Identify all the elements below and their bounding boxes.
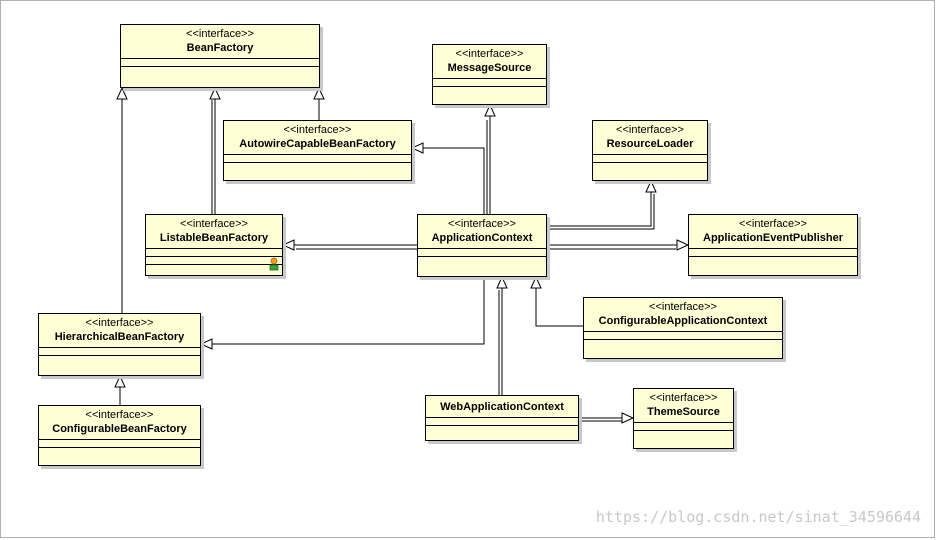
class-autowire-capable-bean-factory[interactable]: <<interface>> AutowireCapableBeanFactory [223,120,412,181]
operations-compartment [584,340,782,348]
class-name: ApplicationEventPublisher [703,232,843,244]
class-application-event-publisher[interactable]: <<interface>> ApplicationEventPublisher [688,214,858,276]
attributes-compartment [689,249,857,257]
class-configurable-bean-factory[interactable]: <<interface>> ConfigurableBeanFactory [38,405,201,466]
class-name: MessageSource [447,62,532,74]
operations-compartment [146,257,282,265]
stereotype-label: <<interface>> [649,392,718,404]
attributes-compartment [593,155,707,163]
attributes-compartment [121,59,319,67]
class-application-context[interactable]: <<interface>> ApplicationContext [417,214,547,277]
edge-shadow-resourceloader [547,194,655,230]
edge-appctx-to-hierarchical [199,277,485,350]
watermark-text: https://blog.csdn.net/sinat_34596644 [595,508,921,526]
edge-appctx-to-autowire [410,142,485,214]
class-name: BeanFactory [186,42,254,54]
class-hierarchical-bean-factory[interactable]: <<interface>> HierarchicalBeanFactory [38,313,201,376]
class-message-source[interactable]: <<interface>> MessageSource [432,44,547,105]
operations-compartment [689,257,857,265]
stereotype-label: <<interface>> [186,28,254,40]
stereotype-label: <<interface>> [180,218,248,230]
class-name: ListableBeanFactory [159,232,269,244]
class-name: AutowireCapableBeanFactory [239,138,396,150]
class-configurable-application-context[interactable]: <<interface>> ConfigurableApplicationCon… [583,297,783,359]
class-name: ResourceLoader [606,138,694,150]
attributes-compartment [433,79,546,87]
stereotype-label: <<interface>> [739,218,807,230]
attributes-compartment [39,348,200,356]
edge-appctx-to-resourceloader [547,179,657,227]
stereotype-label: <<interface>> [455,48,524,60]
stereotype-label: <<interface>> [85,409,154,421]
stereotype-label: <<interface>> [448,218,516,230]
operations-compartment [224,163,411,171]
operations-compartment [433,87,546,95]
stereotype-label: <<interface>> [616,124,684,136]
class-web-application-context[interactable]: WebApplicationContext [425,395,579,441]
class-name: HierarchicalBeanFactory [54,331,185,343]
class-resource-loader[interactable]: <<interface>> ResourceLoader [592,120,708,181]
edge-configctx-to-appctx [530,275,583,327]
class-name: ThemeSource [647,406,720,418]
attributes-compartment [426,418,578,426]
stereotype-label: <<interface>> [649,301,717,313]
stereotype-label: <<interface>> [85,317,154,329]
operations-compartment [634,431,733,439]
stereotype-label: <<interface>> [283,124,352,136]
operations-compartment [418,257,546,265]
operations-compartment [121,67,319,75]
attributes-compartment [146,249,282,257]
class-name: WebApplicationContext [440,401,564,413]
class-bean-factory[interactable]: <<interface>> BeanFactory [120,24,320,88]
bean-icon [269,257,279,271]
attributes-compartment [584,332,782,340]
attributes-compartment [634,423,733,431]
operations-compartment [39,356,200,364]
operations-compartment [593,163,707,171]
class-name: ConfigurableApplicationContext [598,315,768,327]
class-name: ConfigurableBeanFactory [52,423,187,435]
attributes-compartment [418,249,546,257]
attributes-compartment [39,440,200,448]
class-name: ApplicationContext [431,232,533,244]
operations-compartment [426,426,578,434]
attributes-compartment [224,155,411,163]
class-theme-source[interactable]: <<interface>> ThemeSource [633,388,734,449]
class-listable-bean-factory[interactable]: <<interface>> ListableBeanFactory [145,214,283,276]
operations-compartment [39,448,200,456]
